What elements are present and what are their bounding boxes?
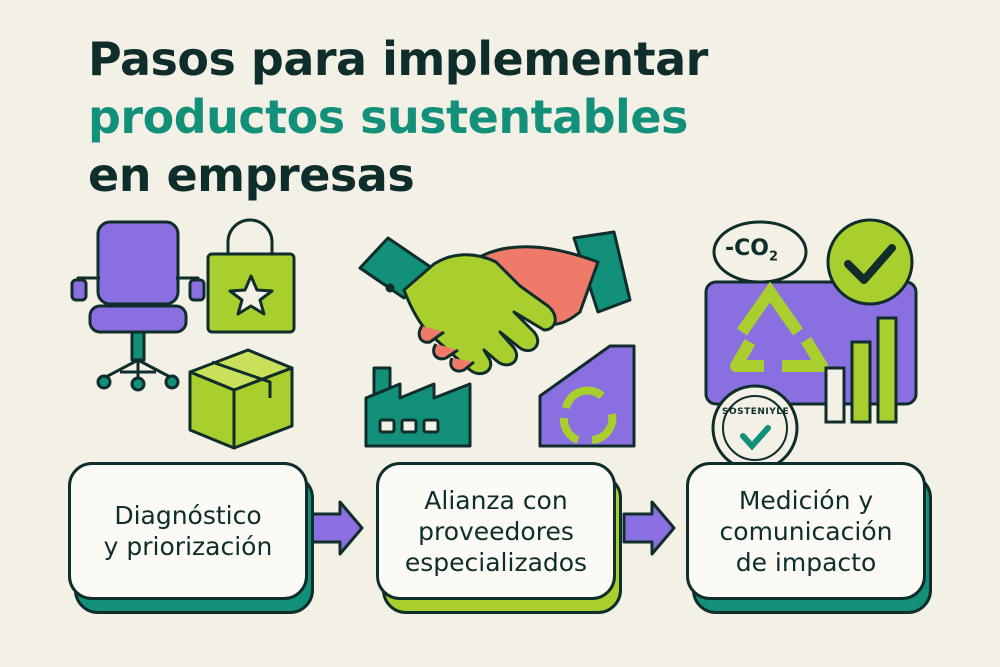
page-title: Pasos para implementar productos sustent…: [88, 30, 708, 204]
box-icon: [188, 348, 294, 450]
step-2-text: Alianza con proveedores especializados: [405, 485, 587, 578]
step-2-card: Alianza con proveedores especializados: [376, 462, 616, 600]
arrow-right-icon: [310, 500, 364, 556]
step-1-text: Diagnóstico y priorización: [104, 500, 273, 562]
step-3-text: Medición y comunicación de impacto: [720, 485, 893, 578]
shopping-bag-icon: [206, 218, 296, 334]
co2-prefix: -CO: [725, 236, 769, 261]
bar-chart-icon: [824, 316, 898, 424]
arrow-right-icon: [622, 500, 676, 556]
step-2-line-3: especializados: [404, 547, 588, 577]
step-1-line-2: y priorización: [103, 532, 273, 561]
title-line-1: Pasos para implementar: [88, 32, 708, 86]
step-3-line-2: comunicación: [719, 516, 893, 546]
step-3-line-1: Medición y: [738, 485, 874, 515]
office-chair-icon: [70, 220, 206, 392]
step-3-line-3: de impacto: [735, 547, 877, 577]
title-line-3: en empresas: [88, 148, 415, 202]
title-line-2: productos sustentables: [88, 90, 688, 144]
checkmark-icon: [826, 218, 914, 306]
recycle-document-icon: [538, 344, 636, 448]
factory-icon: [364, 366, 472, 448]
step-3-card: Medición y comunicación de impacto: [686, 462, 926, 600]
seal-icon: [711, 384, 799, 472]
handshake-icon: [358, 230, 632, 376]
co2-label: -CO2: [725, 236, 778, 264]
step-1-line-1: Diagnóstico: [114, 501, 262, 530]
step-2-line-1: Alianza con: [424, 485, 568, 515]
seal-label: SOSTENIYLE: [722, 407, 790, 417]
co2-subscript: 2: [768, 249, 779, 265]
step-1-card: Diagnóstico y priorización: [68, 462, 308, 600]
step-2-line-2: proveedores: [418, 516, 574, 546]
